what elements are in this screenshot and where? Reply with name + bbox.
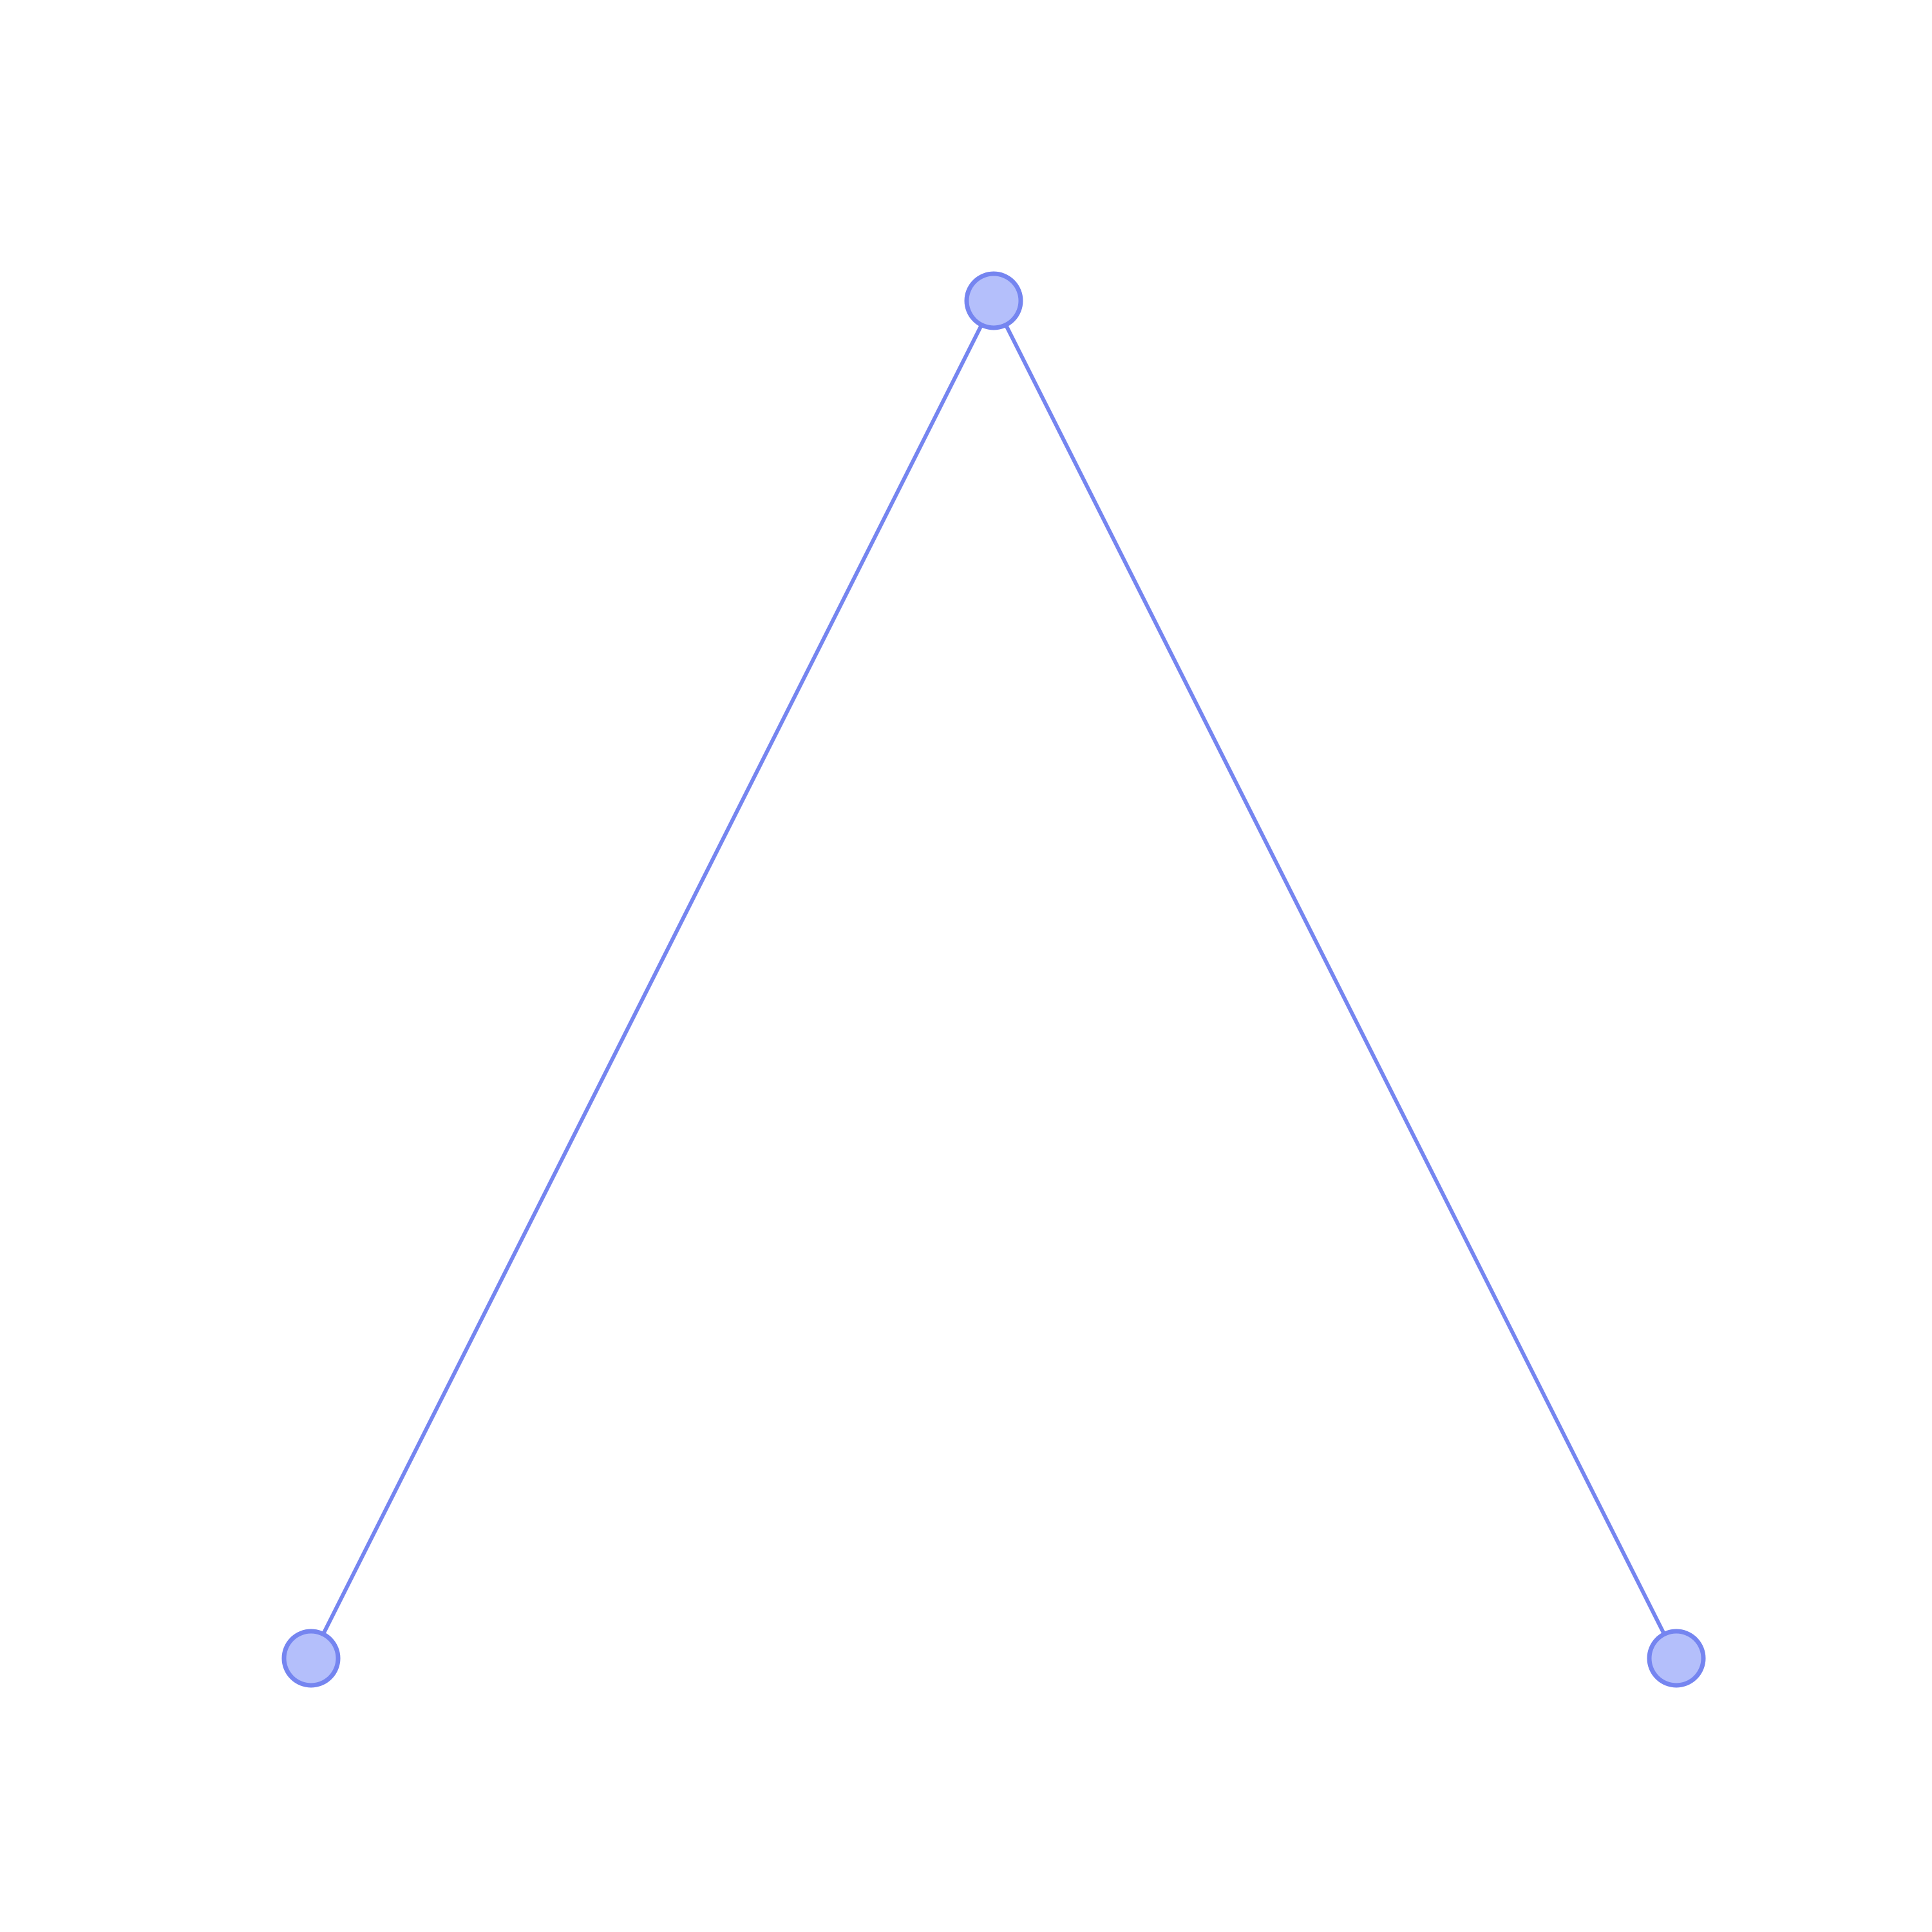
edge-root-to-right-leaf xyxy=(992,299,1678,1660)
nodes-layer xyxy=(281,271,1706,1688)
node-root xyxy=(964,271,1023,330)
node-left-leaf xyxy=(281,1629,341,1688)
edges-layer xyxy=(309,299,1678,1660)
node-right-leaf xyxy=(1647,1629,1706,1688)
edge-root-to-left-leaf xyxy=(309,299,996,1660)
